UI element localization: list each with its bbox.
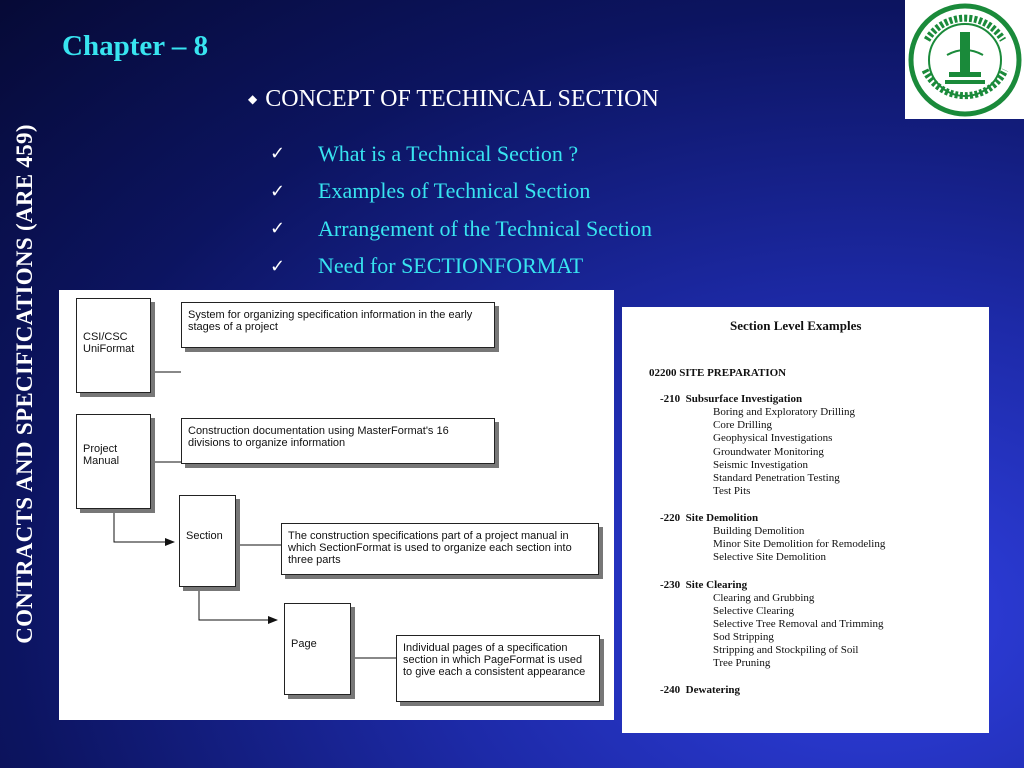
box-section: Section [179,495,236,587]
logo-seal-icon [908,3,1022,117]
list-item: Selective Site Demolition [713,551,827,563]
checkmark-icon: ✓ [270,143,286,165]
checkmark-icon: ✓ [270,218,286,240]
topic-list: ✓What is a Technical Section ? ✓Examples… [270,135,652,285]
list-item: ✓Examples of Technical Section [270,178,591,204]
list-item: Boring and Exploratory Drilling [713,406,856,418]
list-item: Minor Site Demolition for Remodeling [713,538,886,550]
list-item: Selective Clearing [713,605,794,617]
heading-text: CONCEPT OF TECHINCAL SECTION [265,86,659,112]
list-item: Geophysical Investigations [713,432,833,444]
list-item: ✓Need for SECTIONFORMAT [270,253,584,279]
list-item: Test Pits [713,485,751,497]
group-heading: -210 Subsurface Investigation [660,393,803,405]
chapter-title: Chapter – 8 [62,30,209,62]
checkmark-icon: ✓ [270,180,286,202]
list-item: Sod Stripping [713,631,774,643]
list-item: Groundwater Monitoring [713,446,824,458]
desc-project-manual: Construction documentation using MasterF… [181,418,495,464]
list-item: Seismic Investigation [713,459,809,471]
list-item: ✓What is a Technical Section ? [270,140,579,166]
course-title: CONTRACTS AND SPECIFICATIONS (ARE 459) [12,124,37,644]
diamond-bullet-icon: ◆ [248,92,258,106]
hierarchy-diagram: CSI/CSC UniFormat System for organizing … [59,290,614,720]
list-item: Clearing and Grubbing [713,592,815,604]
connector-arrows [113,371,396,659]
list-item: Core Drilling [713,419,772,431]
list-item: Standard Penetration Testing [713,472,840,484]
list-item: Tree Pruning [713,657,771,669]
box-page: Page [284,603,351,695]
list-item: Building Demolition [713,525,805,537]
group-heading: -220 Site Demolition [660,512,759,524]
section-heading: ◆ CONCEPT OF TECHINCAL SECTION [248,86,659,113]
examples-title: Section Level Examples [730,318,862,333]
university-logo [905,0,1024,119]
group-heading: -230 Site Clearing [660,579,748,591]
desc-section: The construction specifications part of … [281,523,599,575]
desc-page: Individual pages of a specification sect… [396,635,600,702]
examples-top-division: 02200 SITE PREPARATION [649,367,787,379]
section-examples-panel: Section Level Examples 02200 SITE PREPAR… [622,307,989,733]
list-item: ✓Arrangement of the Technical Section [270,215,653,241]
sidebar-title-area: CONTRACTS AND SPECIFICATIONS (ARE 459) [0,0,50,768]
desc-csi-uniformat: System for organizing specification info… [181,302,495,348]
list-item: Stripping and Stockpiling of Soil [713,644,859,656]
checkmark-icon: ✓ [270,255,286,277]
group-heading: -240 Dewatering [660,684,741,696]
box-project-manual: Project Manual [76,414,151,509]
list-item: Selective Tree Removal and Trimming [713,618,884,630]
box-csi-uniformat: CSI/CSC UniFormat [76,298,151,393]
